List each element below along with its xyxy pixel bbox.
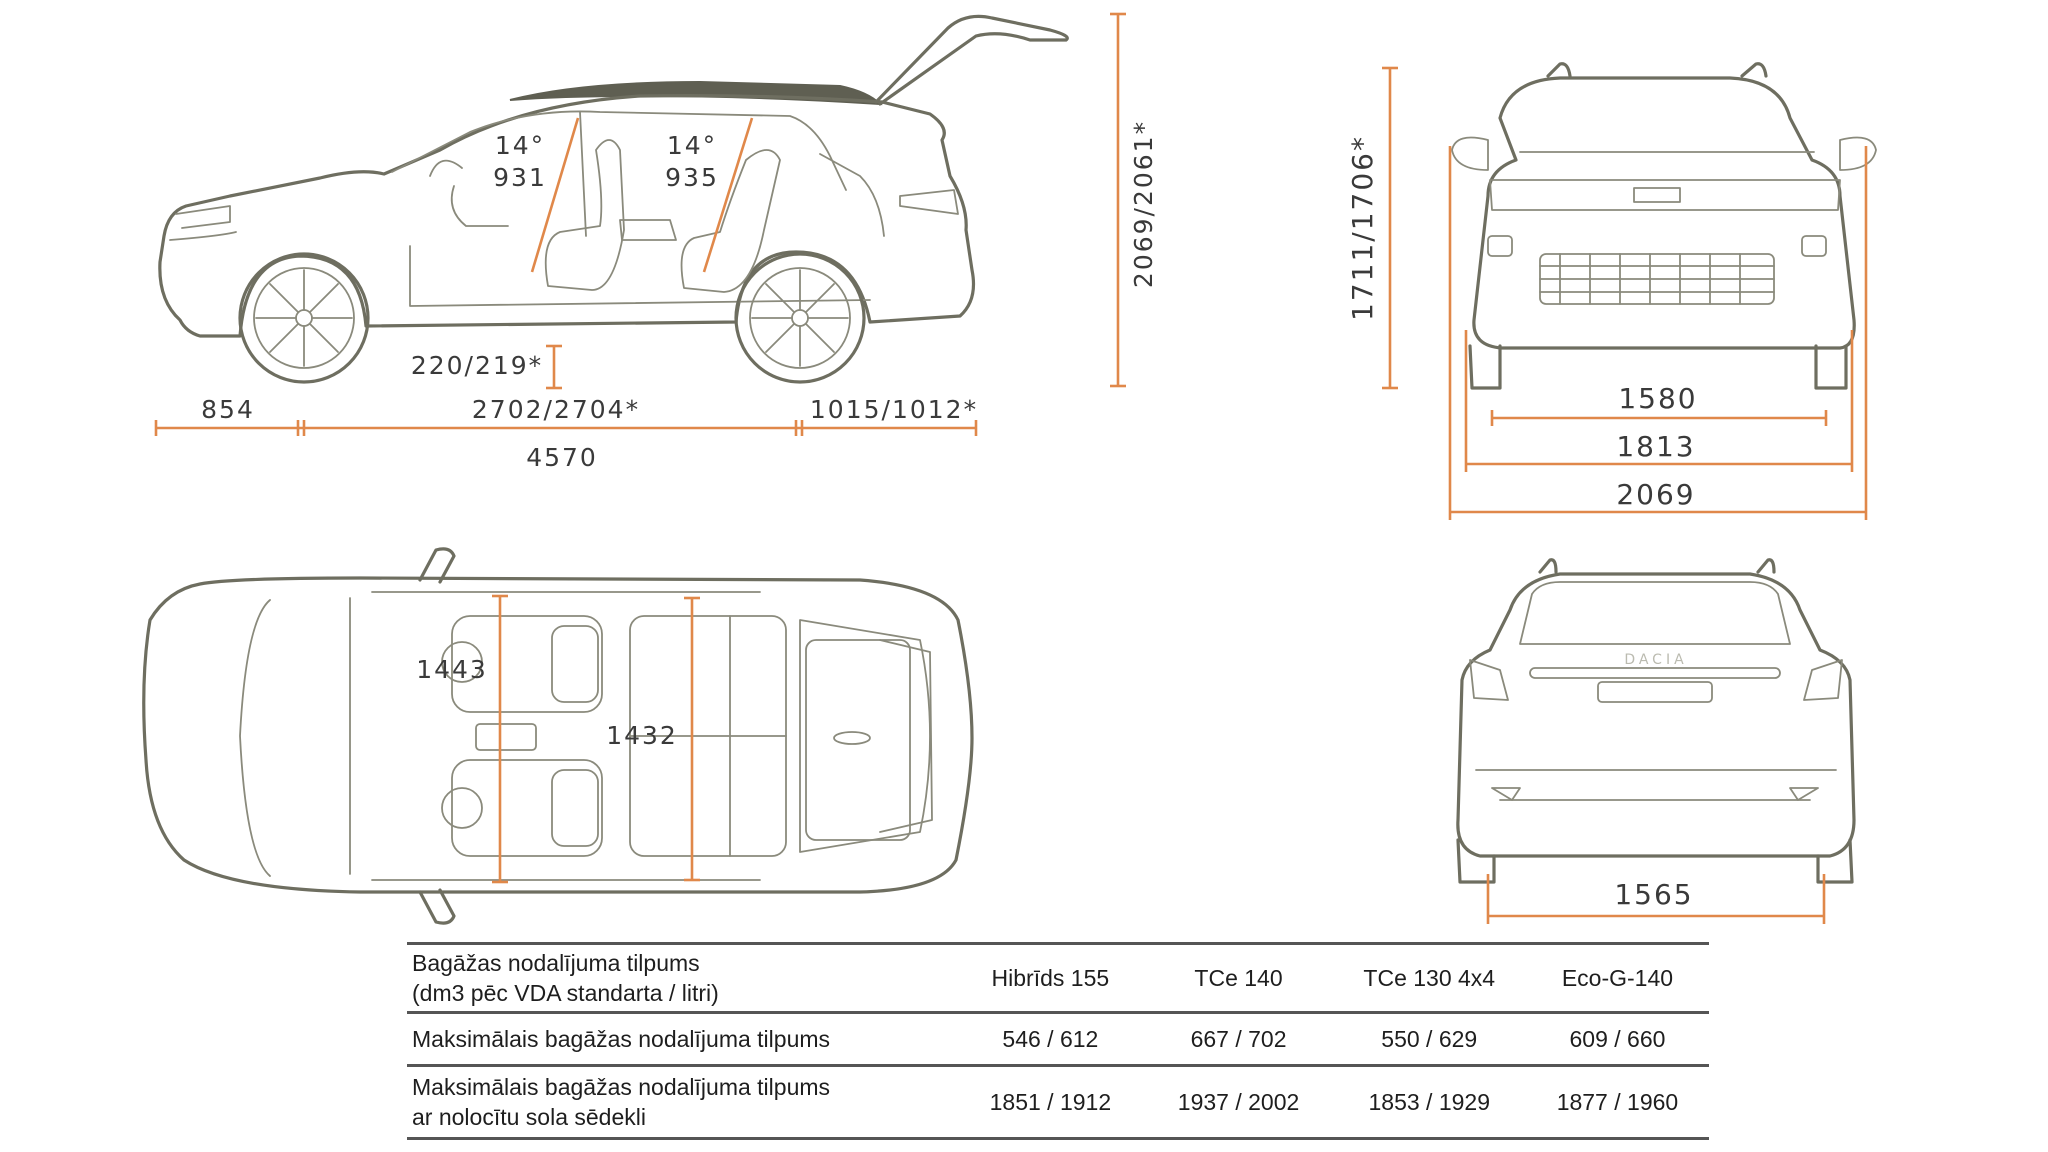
table-cell: 1853 / 1929: [1332, 1065, 1526, 1140]
table-cell: 1937 / 2002: [1144, 1065, 1333, 1140]
table-header-row: Bagāžas nodalījuma tilpums (dm3 pēc VDA …: [407, 942, 1709, 1014]
row-label: Maksimālais bagāžas nodalījuma tilpums a…: [407, 1065, 957, 1140]
top-view-dimensions: 1443 1432: [416, 594, 700, 884]
rear-elbow-label: 1432: [606, 721, 678, 750]
legroom-front-line: [530, 117, 580, 273]
seat-angle-rear-label: 14°: [667, 131, 717, 160]
wheelbase-label: 2702/2704*: [472, 395, 640, 424]
front-view-car: [1451, 62, 1877, 390]
column-header: TCe 130 4x4: [1332, 942, 1526, 1014]
rear-track-label: 1565: [1614, 878, 1693, 911]
table-cell: 1877 / 1960: [1525, 1065, 1709, 1140]
column-header: Hibrīds 155: [956, 942, 1145, 1014]
front-elbow-label: 1443: [416, 655, 488, 684]
rear-view-dimensions: 1565: [1486, 874, 1826, 924]
height-open-label: 2069/2061*: [1129, 120, 1158, 288]
top-view-car: [142, 547, 974, 925]
table-cell: 550 / 629: [1332, 1012, 1526, 1067]
rear-wheel-icon: [734, 252, 866, 384]
seat-angle-front-label: 14°: [495, 131, 545, 160]
legroom-rear-label: 935: [665, 163, 719, 192]
table-row: Maksimālais bagāžas nodalījuma tilpums a…: [407, 1065, 1709, 1140]
rear-badge: DACIA: [1624, 652, 1687, 668]
width-mirrors-label: 2069: [1616, 478, 1695, 511]
legroom-front-label: 931: [493, 163, 547, 192]
side-view-car: [158, 14, 1069, 384]
front-track-label: 1580: [1618, 382, 1697, 415]
rear-overhang-label: 1015/1012*: [810, 395, 978, 424]
table-cell: 667 / 702: [1144, 1012, 1333, 1067]
table-cell: 546 / 612: [956, 1012, 1145, 1067]
width-label: 1813: [1616, 430, 1695, 463]
table-header-label: Bagāžas nodalījuma tilpums (dm3 pēc VDA …: [407, 942, 957, 1014]
rear-view-car: DACIA: [1456, 558, 1856, 884]
length-label: 4570: [526, 443, 598, 472]
column-header: TCe 140: [1144, 942, 1333, 1014]
ground-clearance-label: 220/219*: [411, 351, 543, 380]
table-cell: 1851 / 1912: [956, 1065, 1145, 1140]
height-label: 1711/1706*: [1346, 135, 1379, 321]
table-cell: 609 / 660: [1525, 1012, 1709, 1067]
cargo-volume-table: Bagāžas nodalījuma tilpums (dm3 pēc VDA …: [407, 942, 1709, 1140]
table-row: Maksimālais bagāžas nodalījuma tilpums 5…: [407, 1012, 1709, 1067]
row-label: Maksimālais bagāžas nodalījuma tilpums: [407, 1012, 957, 1067]
front-overhang-label: 854: [201, 395, 255, 424]
column-header: Eco-G-140: [1525, 942, 1709, 1014]
legroom-rear-line: [702, 117, 754, 273]
side-view-dimensions: 14° 931 14° 935 220/219* 854 2702/2704* …: [154, 12, 1158, 472]
front-view-dimensions: 1711/1706* 1580 1813 2069: [1346, 66, 1868, 520]
front-wheel-icon: [238, 252, 370, 384]
